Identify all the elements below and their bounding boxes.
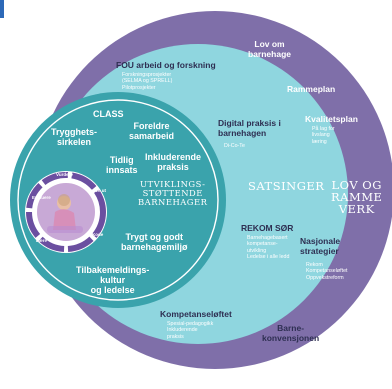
- cycle-label-kode: Kode: [92, 232, 104, 237]
- rekom-sor-bullets: Barnehagebasert kompetanse- utvikling Le…: [247, 235, 290, 261]
- label-tidlig-innsats: Tidlig innsats: [106, 155, 138, 176]
- inner-ring-border: [17, 99, 219, 301]
- fou-bullets: Forskningsprosjekter (SELMA og SPRELL) P…: [122, 72, 173, 91]
- cycle-ring: [26, 172, 106, 252]
- cycle-label-evaluere: Evaluere: [32, 195, 51, 200]
- label-trygt-og-godt-barnehagemiljo: Trygt og godt barnehagemiljø: [121, 232, 188, 253]
- label-lov-om-barnehage: Lov om barnehage: [248, 39, 291, 59]
- label-digital-praksis: Digital praksis i barnehagen: [218, 118, 281, 138]
- cycle-label-prove-ut: Prøve ut: [88, 188, 107, 193]
- digital-bullets: Di-Co-Te: [224, 143, 245, 149]
- nasjonale-strategier-bullets: Rekom Kompetanseløftet Oppvekstreform: [306, 262, 348, 281]
- label-lov-og-rammeverk: LOV OG RAMME VERK: [331, 178, 383, 217]
- child-photo-icon: [37, 183, 95, 241]
- label-trygghetssirkelen: Trygghets- sirkelen: [51, 127, 98, 148]
- cycle-label-laere: Lære: [36, 238, 48, 243]
- kompetanseloftet-bullets: Spesial-pedagogikk Inkluderende praksis: [167, 321, 214, 340]
- label-kompetanseloftet: Kompetanseløftet: [160, 309, 232, 319]
- label-rammeplan: Rammeplan: [287, 84, 336, 94]
- label-utviklingsstottende-barnehager: UTVIKLINGS- STØTTENDE BARNEHAGER: [138, 179, 208, 207]
- label-nasjonale-strategier: Nasjonale strategier: [300, 236, 341, 256]
- label-fou: FOU arbeid og forskning: [116, 60, 216, 70]
- accent-bar: [0, 0, 4, 18]
- inner-ring: [10, 92, 226, 308]
- kvalitetsplan-bullets: På lag for livslang læring: [312, 126, 335, 145]
- label-satsinger: SATSINGER: [248, 179, 325, 193]
- label-rekom-sor: REKOM SØR: [241, 223, 294, 233]
- label-kvalitetsplan: Kvalitetsplan: [305, 114, 358, 124]
- label-tilbakemeldingskultur: Tilbakemeldings- kultur og ledelse: [76, 265, 150, 296]
- label-foreldresamarbeid: Foreldre samarbeid: [129, 121, 175, 142]
- cycle-label-vurdere: Vurdere: [56, 172, 73, 177]
- label-class: CLASS: [93, 109, 124, 119]
- label-inkluderende-praksis: Inkluderende praksis: [145, 152, 202, 173]
- label-barnekonvensjonen: Barne- konvensjonen: [262, 323, 320, 343]
